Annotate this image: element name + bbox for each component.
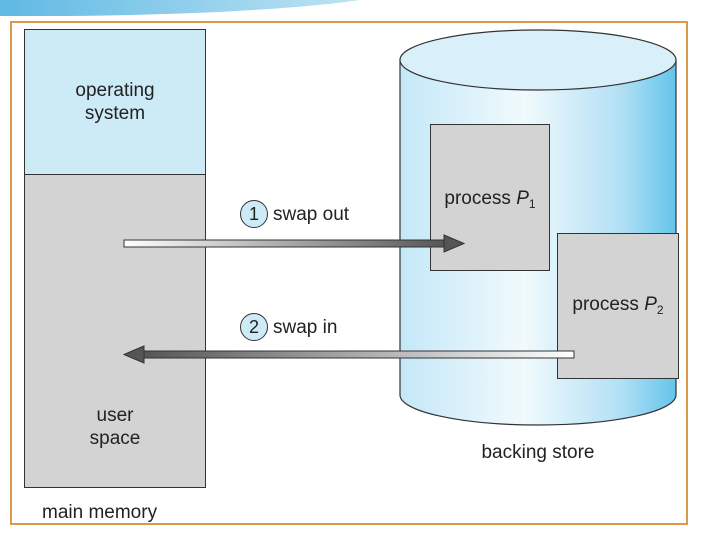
process-p2-name: P <box>644 294 657 315</box>
process-p1-prefix: process <box>444 188 517 209</box>
user-space-region <box>24 174 206 488</box>
os-label-line2: system <box>84 103 146 124</box>
process-p2-label: process P2 <box>557 293 679 322</box>
user-space-label: user space <box>24 404 206 450</box>
process-p1-name: P <box>516 188 529 209</box>
process-p2-subscript: 2 <box>656 303 664 317</box>
backing-store-caption: backing store <box>481 442 595 463</box>
swap-out-label: swap out <box>273 204 350 225</box>
diagram-frame: operating system user space main memory … <box>10 21 688 525</box>
swap-out-arrow <box>123 234 466 253</box>
swap-out-step-circle: 1 <box>240 200 268 228</box>
user-space-label-line1: user <box>96 405 134 426</box>
user-space-label-line2: space <box>89 428 141 449</box>
swap-in-step-circle: 2 <box>240 313 268 341</box>
main-memory-caption: main memory <box>42 502 158 523</box>
swap-arrows <box>122 234 575 364</box>
top-decorative-arc <box>0 0 360 16</box>
operating-system-region <box>24 29 206 175</box>
process-p1-subscript: 1 <box>528 197 536 211</box>
process-p2-box <box>557 233 679 379</box>
os-label: operating system <box>24 79 206 125</box>
process-p1-label: process P1 <box>430 187 550 216</box>
swap-in-label: swap in <box>273 317 338 338</box>
swap-in-arrow <box>122 345 575 364</box>
os-label-line1: operating <box>75 80 155 101</box>
process-p2-prefix: process <box>572 294 645 315</box>
